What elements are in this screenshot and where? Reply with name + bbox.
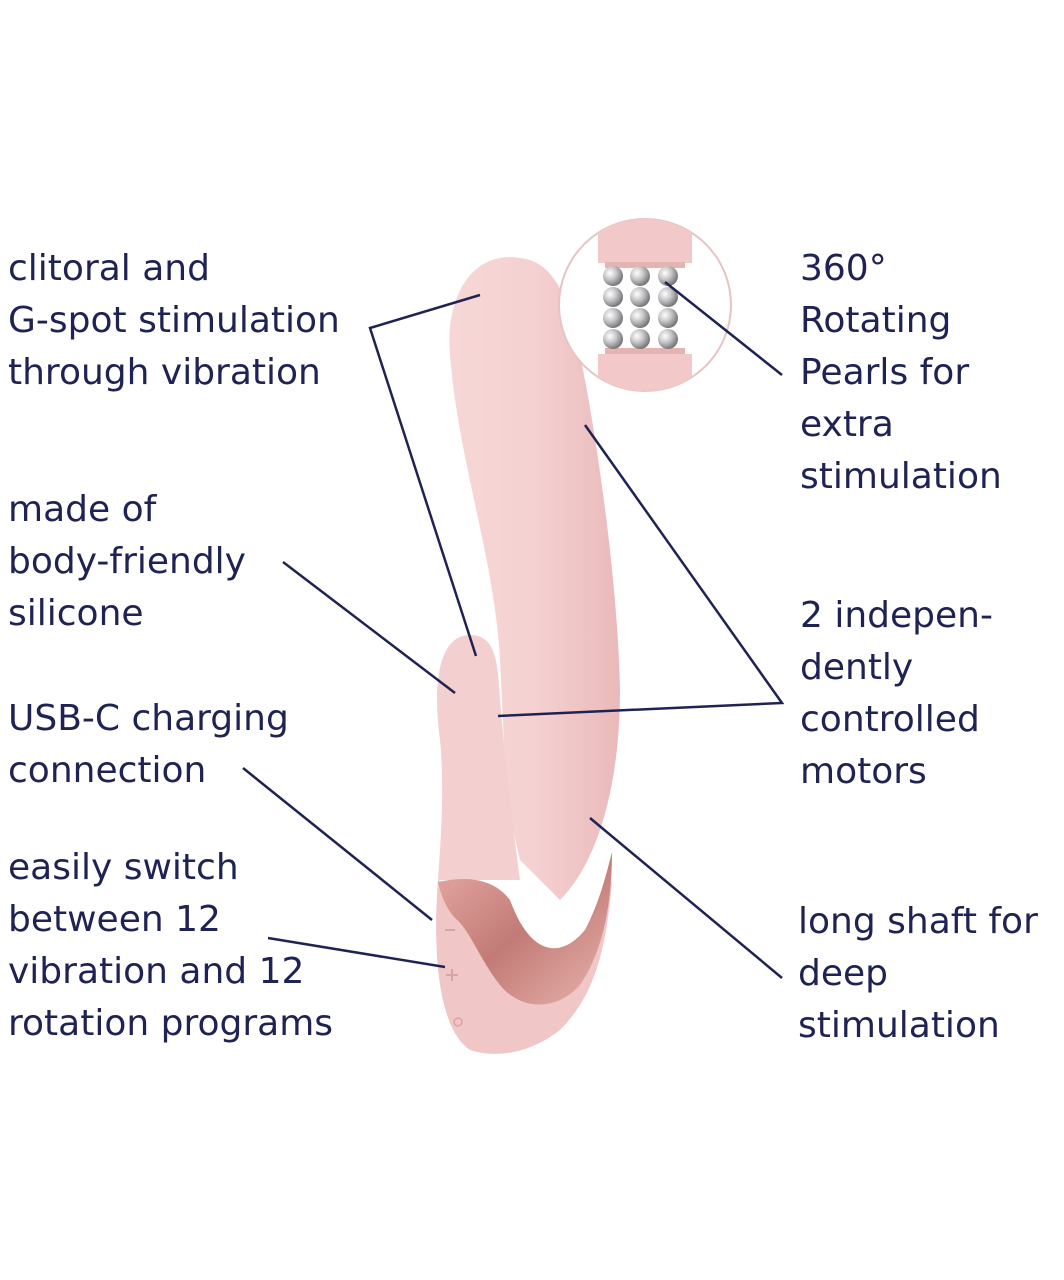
callout-line: deep: [798, 953, 888, 994]
callout-line: stimulation: [798, 1005, 1000, 1046]
plus-button-icon: [446, 969, 458, 981]
callout-line: connection: [8, 750, 207, 791]
callout-silicone: made of body-friendly silicone: [8, 484, 246, 640]
callout-line: body-friendly: [8, 541, 246, 582]
leader-programs: [267, 936, 446, 969]
callout-shaft: long shaft for deep stimulation: [798, 896, 1038, 1052]
callout-line: between 12: [8, 899, 221, 940]
callout-line: clitoral and: [8, 248, 210, 289]
callout-line: silicone: [8, 593, 144, 634]
leader-motors: [497, 424, 785, 718]
callout-usbc: USB-C charging connection: [8, 693, 289, 797]
callout-motors: 2 indepen- dently controlled motors: [800, 590, 993, 798]
callout-line: made of: [8, 489, 157, 530]
callout-line: dently: [800, 647, 914, 688]
callout-line: 2 indepen-: [800, 595, 993, 636]
long-shaft: [449, 257, 620, 900]
callout-clitoral: clitoral and G-spot stimulation through …: [8, 243, 340, 399]
clitoral-arm: [437, 635, 520, 880]
callout-line: USB-C charging: [8, 698, 289, 739]
callout-line: Rotating: [800, 300, 952, 341]
pearl-cluster-icon: [558, 218, 732, 392]
leader-clitoral: [368, 293, 481, 657]
rose-gold-band: [438, 852, 612, 1005]
callout-line: long shaft for: [798, 901, 1038, 942]
callout-pearls: 360° Rotating Pearls for extra stimulati…: [800, 243, 1002, 503]
callout-line: 360°: [800, 248, 887, 289]
callout-line: vibration and 12: [8, 951, 305, 992]
callout-line: motors: [800, 751, 927, 792]
callout-line: easily switch: [8, 847, 239, 888]
callout-programs: easily switch between 12 vibration and 1…: [8, 842, 333, 1050]
callout-line: controlled: [800, 699, 980, 740]
power-button-icon: [453, 1017, 463, 1027]
leader-silicone: [282, 561, 456, 694]
callout-line: stimulation: [800, 456, 1002, 497]
callout-line: through vibration: [8, 352, 321, 393]
callout-line: extra: [800, 404, 894, 445]
callout-line: G-spot stimulation: [8, 300, 340, 341]
leader-usbc: [242, 767, 433, 921]
callout-line: rotation programs: [8, 1003, 334, 1044]
callout-line: Pearls for: [800, 352, 970, 393]
leader-shaft: [589, 817, 783, 979]
leader-pearls: [664, 281, 783, 376]
